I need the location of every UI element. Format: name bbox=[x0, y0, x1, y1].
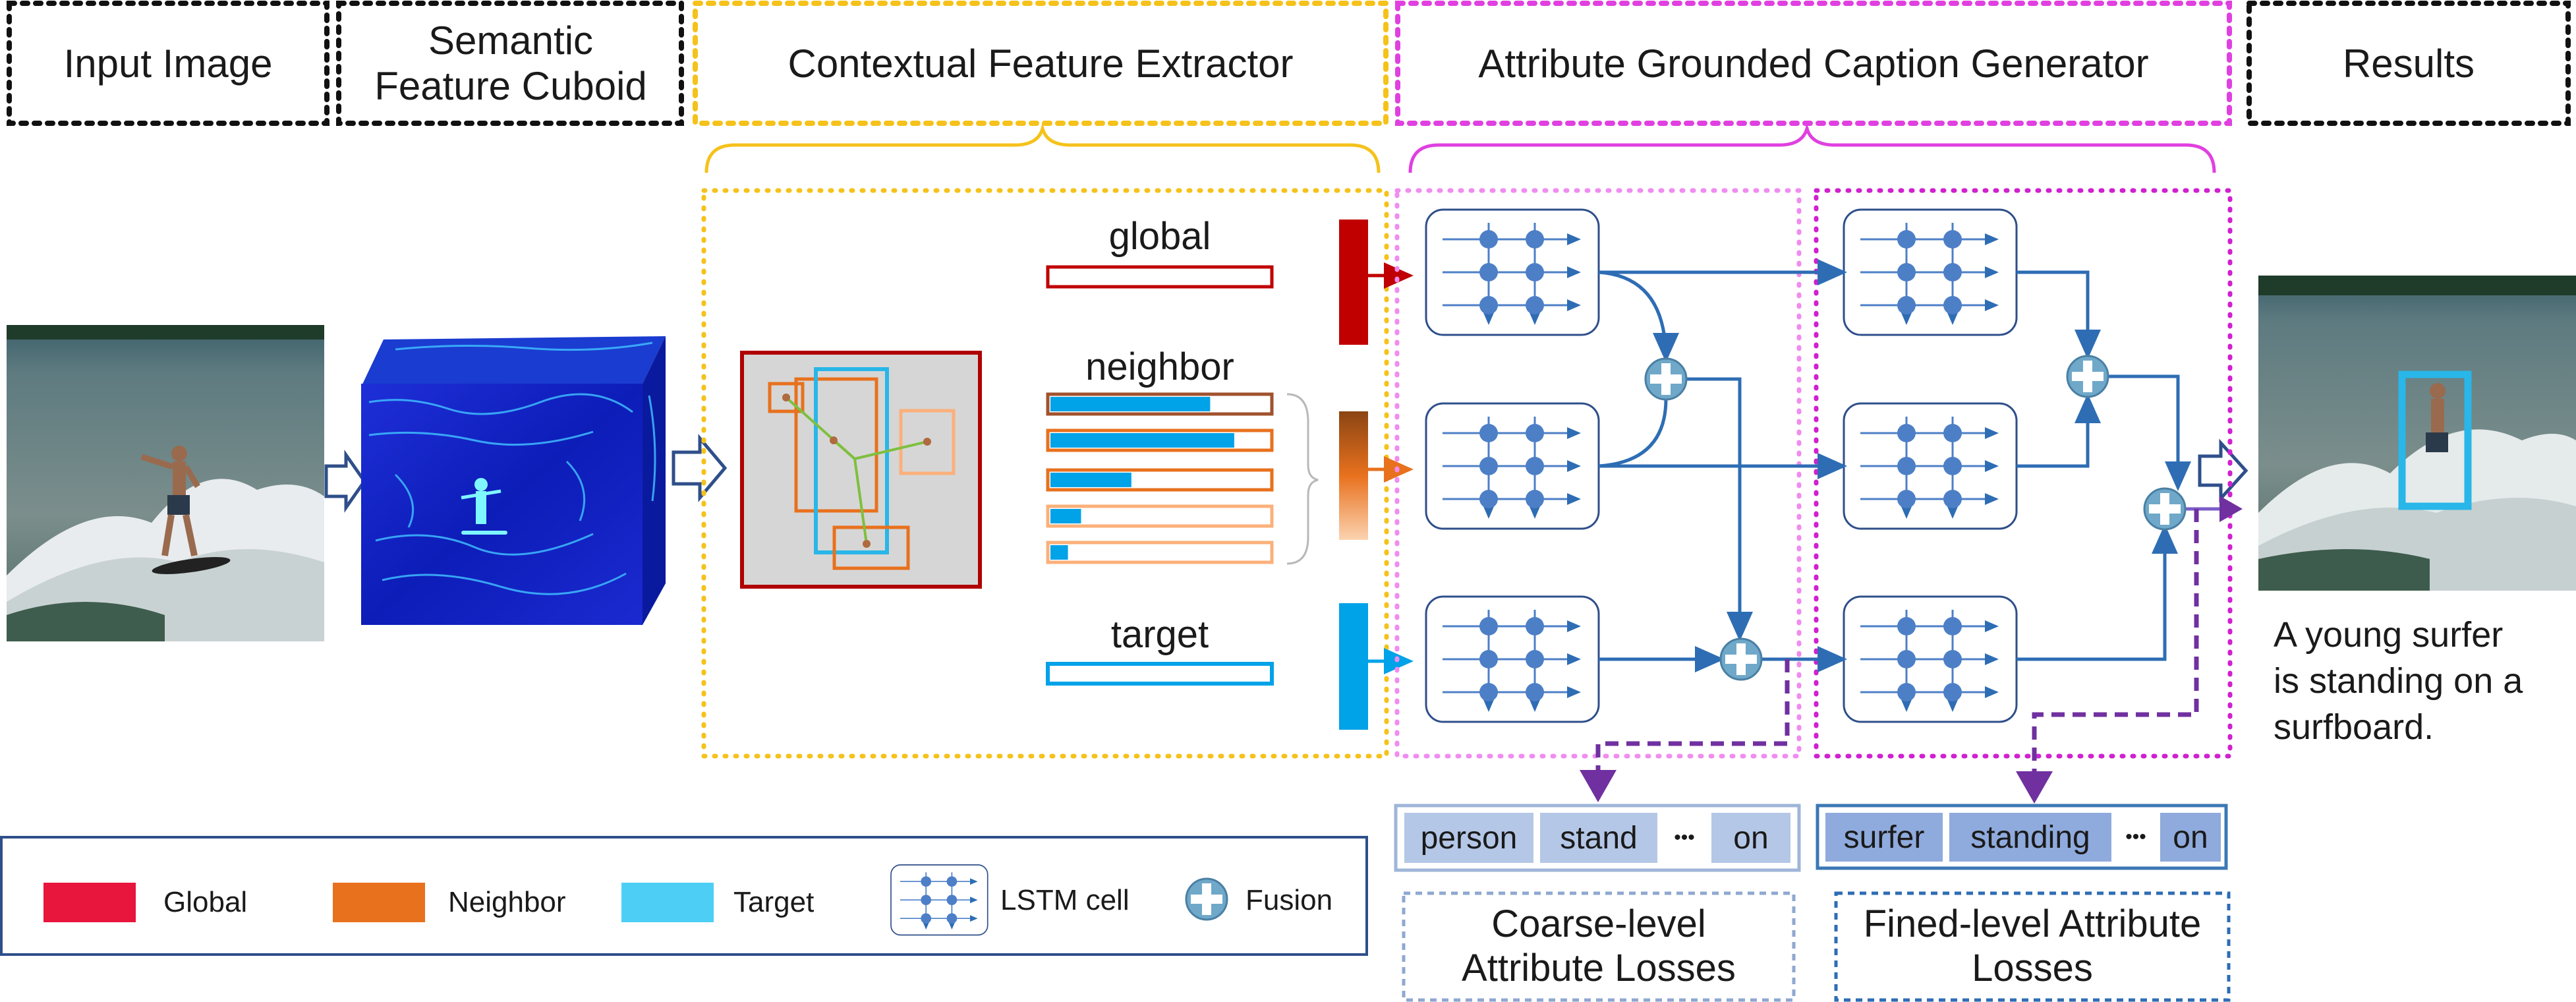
target-column bbox=[1339, 603, 1368, 730]
legend-label-neighbor: Neighbor bbox=[448, 885, 566, 918]
extractor-brace bbox=[704, 122, 1381, 173]
header-results: Results bbox=[2342, 41, 2475, 86]
lstm-cell-coarse-target bbox=[1426, 597, 1599, 722]
legend-swatch-global bbox=[43, 883, 136, 922]
fine-ellipsis: ••• bbox=[2125, 826, 2146, 848]
coarse-attribute-2: stand bbox=[1560, 820, 1638, 856]
fine-stage-frame bbox=[1814, 188, 2233, 759]
header-box-cuboid bbox=[336, 1, 684, 126]
fine-loss-label: Fined-level Attribute Losses bbox=[1863, 902, 2202, 989]
neighbor-bar-frame bbox=[1046, 504, 1274, 528]
arrow-generator-to-results bbox=[2198, 438, 2248, 503]
neighbor-brace bbox=[1286, 393, 1319, 565]
target-feature-bar bbox=[1046, 662, 1274, 686]
neighbor-bar-fill bbox=[1050, 473, 1131, 487]
legend-swatch-neighbor bbox=[333, 883, 425, 922]
neighbor-bar-frame bbox=[1046, 392, 1274, 416]
global-feature-label: global bbox=[1108, 214, 1211, 258]
fusion-node-fine-context bbox=[2066, 355, 2109, 398]
neighbor-bar-fill bbox=[1050, 545, 1068, 560]
legend-label-target: Target bbox=[733, 885, 815, 918]
lstm-cell-coarse-global bbox=[1426, 210, 1599, 335]
fine-attribute-cell bbox=[1949, 813, 2111, 862]
fusion-node-coarse-context bbox=[1644, 357, 1688, 401]
coarse-attribute-cell bbox=[1711, 813, 1790, 863]
neighbor-bar-fill bbox=[1050, 509, 1081, 523]
result-image bbox=[2258, 276, 2576, 591]
neighbor-bar-frame bbox=[1046, 541, 1274, 564]
global-column bbox=[1339, 220, 1368, 345]
neighbor-bar-fill bbox=[1050, 397, 1211, 411]
attribute-cells bbox=[1404, 813, 2221, 863]
lstm-cell-fine-neighbor bbox=[1844, 403, 2017, 529]
coarse-attribute-1: person bbox=[1420, 820, 1518, 856]
lstm-cell-fine-global bbox=[1844, 210, 2017, 335]
arrow-input-to-cube bbox=[324, 450, 367, 513]
legend-fusion-icon bbox=[1185, 877, 1228, 921]
neighbor-column bbox=[1339, 411, 1368, 540]
result-caption: A young surfer is standing on a surfboar… bbox=[2274, 615, 2523, 748]
neighbor-bar-frame bbox=[1046, 468, 1274, 492]
generator-brace bbox=[1408, 122, 2216, 173]
feature-cuboid bbox=[361, 336, 666, 625]
header-boxes bbox=[7, 1, 2571, 126]
header-box-generator bbox=[1395, 1, 2232, 126]
coarse-ellipsis: ••• bbox=[1674, 827, 1695, 848]
lstm-cell-fine-target bbox=[1844, 597, 2017, 722]
fusion-node-coarse-target bbox=[1719, 637, 1763, 681]
neighbor-bar-frame bbox=[1046, 428, 1274, 452]
neighbor-bar-fill bbox=[1050, 433, 1234, 448]
header-box-results bbox=[2247, 1, 2571, 126]
fusion-node-output bbox=[2143, 487, 2187, 531]
arrow-cube-to-extractor bbox=[672, 434, 728, 502]
fine-attribute-cell bbox=[2160, 813, 2221, 862]
header-box-input bbox=[7, 1, 329, 126]
legend-label-fusion: Fusion bbox=[1245, 883, 1333, 916]
result-target-box bbox=[2398, 370, 2472, 510]
header-caption-generator: Attribute Grounded Caption Generator bbox=[1478, 41, 2149, 86]
fine-attribute-cell bbox=[1825, 813, 1943, 862]
connections bbox=[1598, 259, 2243, 672]
extractor-frame bbox=[701, 188, 1389, 759]
target-feature-label: target bbox=[1110, 612, 1209, 656]
header-input-image: Input Image bbox=[63, 41, 273, 86]
coarse-loss-box bbox=[1402, 891, 1796, 1002]
coarse-attribute-cell bbox=[1540, 813, 1657, 863]
coarse-attribute-cell bbox=[1404, 813, 1533, 863]
context-box-image bbox=[740, 351, 982, 589]
header-semantic-cuboid: Semantic Feature Cuboid bbox=[374, 18, 647, 108]
global-feature-bar bbox=[1046, 265, 1274, 289]
coarse-attribute-3: on bbox=[1733, 820, 1769, 856]
coarse-loss-label: Coarse-level Attribute Losses bbox=[1462, 902, 1736, 989]
fine-attribute-1: surfer bbox=[1843, 819, 1925, 855]
fine-attribute-2: standing bbox=[1970, 819, 2090, 855]
neighbor-feature-bars bbox=[1046, 392, 1274, 564]
header-box-extractor bbox=[693, 1, 1388, 126]
fine-loss-box bbox=[1834, 891, 2231, 1002]
attribute-loss-arrows bbox=[1580, 509, 2199, 804]
legend-lstm-icon bbox=[891, 865, 988, 935]
fine-attribute-3: on bbox=[2173, 819, 2208, 855]
header-contextual-extractor: Contextual Feature Extractor bbox=[787, 41, 1294, 86]
legend-label-global: Global bbox=[163, 885, 248, 918]
legend-swatch-target bbox=[621, 883, 714, 922]
input-image bbox=[7, 325, 324, 641]
neighbor-feature-label: neighbor bbox=[1085, 345, 1234, 388]
legend-label-lstm: LSTM cell bbox=[1000, 883, 1130, 916]
lstm-cell-coarse-neighbor bbox=[1426, 403, 1599, 529]
